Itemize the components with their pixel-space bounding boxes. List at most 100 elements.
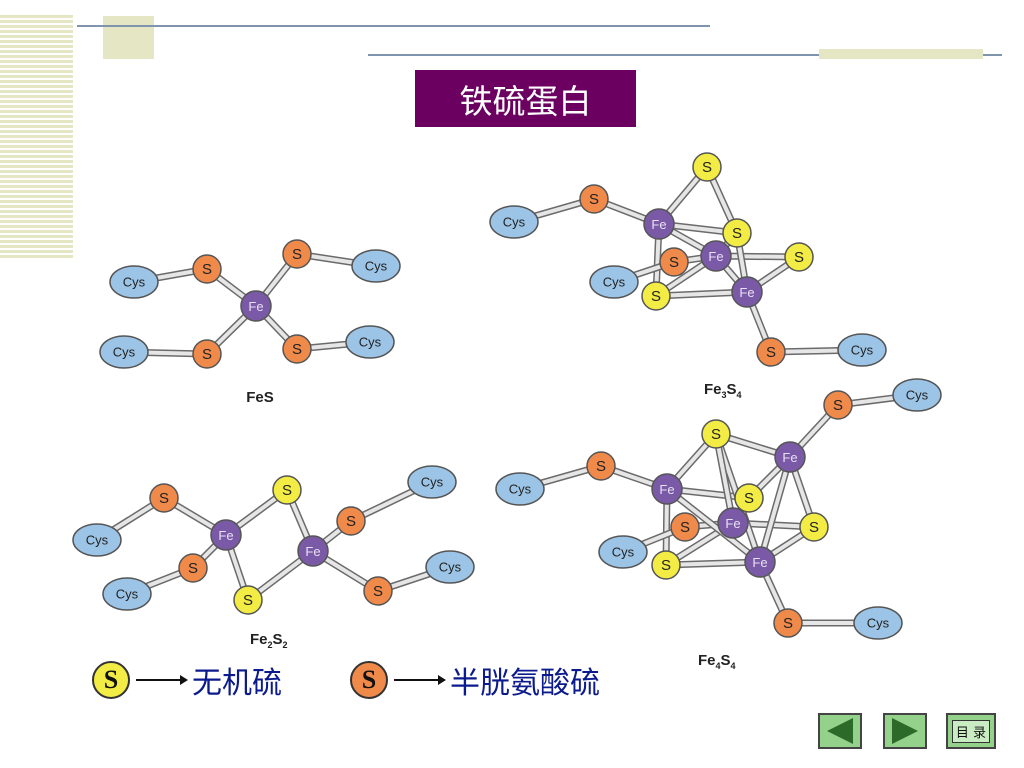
fes-cysteine-group: Cys [351, 249, 401, 283]
fe4s4-bond-highlight [758, 456, 792, 563]
fe4s4-cysteine-sulfur-atom-label: S [833, 397, 843, 414]
fe4s4-iron-atom-label: Fe [782, 450, 797, 465]
fe2s2-cysteine-sulfur-atom-label: S [373, 583, 383, 600]
fe4s4-cysteine-group: Cys [598, 535, 648, 569]
fe3s4-cysteine-group-label: Cys [603, 275, 626, 290]
fes-cysteine-sulfur-atom: S [282, 239, 312, 269]
fe4s4-iron-atom-label: Fe [752, 555, 767, 570]
fe2s2-cysteine-sulfur-atom: S [336, 506, 366, 536]
fes-cysteine-group-label: Cys [359, 335, 382, 350]
formula-fe3s4: Fe3S4 [704, 381, 742, 400]
fe4s4-cysteine-sulfur-atom-label: S [680, 519, 690, 536]
fe4s4-cysteine-sulfur-atom: S [586, 451, 616, 481]
fe4s4-inorganic-sulfur-atom: S [701, 419, 731, 449]
decorative-stripes [0, 15, 73, 258]
fe4s4-bond-highlight [665, 487, 762, 564]
legend-inorganic: S 无机硫 [92, 655, 282, 705]
arrow-right-icon [394, 674, 446, 686]
fe4s4-iron-atom-label: Fe [659, 482, 674, 497]
fe3s4-cysteine-group-label: Cys [851, 343, 874, 358]
formula-fe4s4: Fe4S4 [698, 652, 736, 671]
fe3s4-cysteine-sulfur-atom: S [659, 247, 689, 277]
fe3s4-iron-atom: Fe [643, 208, 675, 240]
fe2s2-cysteine-group: Cys [72, 523, 122, 557]
fe2s2-inorganic-sulfur-atom: S [272, 475, 302, 505]
formula-fe2s2: Fe2S2 [250, 631, 288, 650]
fes-iron-atom-label: Fe [248, 299, 263, 314]
fe4s4-iron-atom: Fe [651, 473, 683, 505]
fe4s4-iron-atom: Fe [774, 441, 806, 473]
toc-button[interactable]: 目 录 [946, 713, 996, 749]
right-triangle-icon [892, 718, 918, 744]
fes-cysteine-group: Cys [109, 265, 159, 299]
fe3s4-inorganic-sulfur-atom: S [722, 218, 752, 248]
fes-cysteine-sulfur-atom-label: S [202, 261, 212, 278]
left-triangle-icon [827, 718, 853, 744]
fe3s4-inorganic-sulfur-atom-label: S [794, 249, 804, 266]
fe4s4-cysteine-group-label: Cys [906, 388, 929, 403]
fe4s4-inorganic-sulfur-atom: S [799, 512, 829, 542]
fes-cysteine-group-label: Cys [365, 259, 388, 274]
fe2s2-cysteine-sulfur-atom-label: S [346, 513, 356, 530]
fe4s4-cysteine-group-label: Cys [509, 482, 532, 497]
fe2s2-iron-atom-label: Fe [218, 528, 233, 543]
fe3s4-inorganic-sulfur-atom: S [692, 152, 722, 182]
fe4s4-cysteine-sulfur-atom: S [670, 512, 700, 542]
fe3s4-cysteine-group: Cys [589, 265, 639, 299]
fe3s4-cysteine-group-label: Cys [503, 215, 526, 230]
fe3s4-cysteine-sulfur-atom-label: S [669, 254, 679, 271]
fe2s2-cysteine-group-label: Cys [86, 533, 109, 548]
fe3s4-inorganic-sulfur-atom-label: S [702, 159, 712, 176]
fes-cysteine-sulfur-atom-label: S [292, 246, 302, 263]
fe4s4-cysteine-sulfur-atom: S [773, 608, 803, 638]
fe4s4-cysteine-sulfur-atom: S [823, 390, 853, 420]
legend-cysteine: S 半胱氨酸硫 [350, 655, 600, 705]
fes-cysteine-group-label: Cys [113, 345, 136, 360]
fe2s2-iron-atom-label: Fe [305, 544, 320, 559]
fe4s4-iron-atom-label: Fe [725, 516, 740, 531]
fe2s2-cysteine-group: Cys [102, 577, 152, 611]
fe4s4-cysteine-group: Cys [853, 606, 903, 640]
fe2s2-cysteine-sulfur-atom-label: S [188, 560, 198, 577]
fe3s4-inorganic-sulfur-atom: S [641, 281, 671, 311]
fes-iron-atom: Fe [240, 290, 272, 322]
fe2s2-cysteine-sulfur-atom: S [178, 553, 208, 583]
fe4s4-cysteine-group: Cys [892, 378, 942, 412]
fe2s2-cysteine-group-label: Cys [439, 560, 462, 575]
decorative-line-top [77, 25, 710, 27]
fe3s4-cysteine-sulfur-atom-label: S [589, 191, 599, 208]
fe3s4-cysteine-group: Cys [489, 205, 539, 239]
fe4s4-iron-atom: Fe [717, 507, 749, 539]
fe2s2-inorganic-sulfur-atom: S [233, 585, 263, 615]
next-slide-button[interactable] [883, 713, 927, 749]
fe2s2-cysteine-sulfur-atom-label: S [159, 490, 169, 507]
fe3s4-cysteine-sulfur-atom: S [756, 337, 786, 367]
fe4s4-cysteine-group: Cys [495, 472, 545, 506]
fe4s4-inorganic-sulfur-atom: S [734, 483, 764, 513]
fe3s4-iron-atom: Fe [731, 276, 763, 308]
fe4s4-inorganic-sulfur-atom-label: S [809, 519, 819, 536]
fe2s2-cysteine-sulfur-atom: S [363, 576, 393, 606]
cysteine-sulfur-symbol: S [350, 661, 388, 699]
fe3s4-iron-atom-label: Fe [651, 217, 666, 232]
slide-title: 铁硫蛋白 [415, 70, 636, 127]
decorative-square [103, 16, 154, 59]
fe3s4-iron-atom-label: Fe [739, 285, 754, 300]
fe4s4-iron-atom: Fe [744, 546, 776, 578]
fes-cysteine-sulfur-atom: S [192, 339, 222, 369]
cysteine-sulfur-label: 半胱氨酸硫 [450, 666, 600, 701]
prev-slide-button[interactable] [818, 713, 862, 749]
fe4s4-inorganic-sulfur-atom-label: S [711, 426, 721, 443]
fes-cysteine-group-label: Cys [123, 275, 146, 290]
fe3s4-inorganic-sulfur-atom-label: S [732, 225, 742, 242]
fes-cysteine-sulfur-atom-label: S [292, 341, 302, 358]
fe4s4-inorganic-sulfur-atom-label: S [661, 557, 671, 574]
fes-cysteine-sulfur-atom: S [282, 334, 312, 364]
decorative-line-second [368, 54, 1002, 56]
fes-cysteine-group: Cys [99, 335, 149, 369]
fe4s4-cysteine-group-label: Cys [867, 616, 890, 631]
fe2s2-iron-atom: Fe [210, 519, 242, 551]
formula-fes: FeS [246, 389, 274, 406]
